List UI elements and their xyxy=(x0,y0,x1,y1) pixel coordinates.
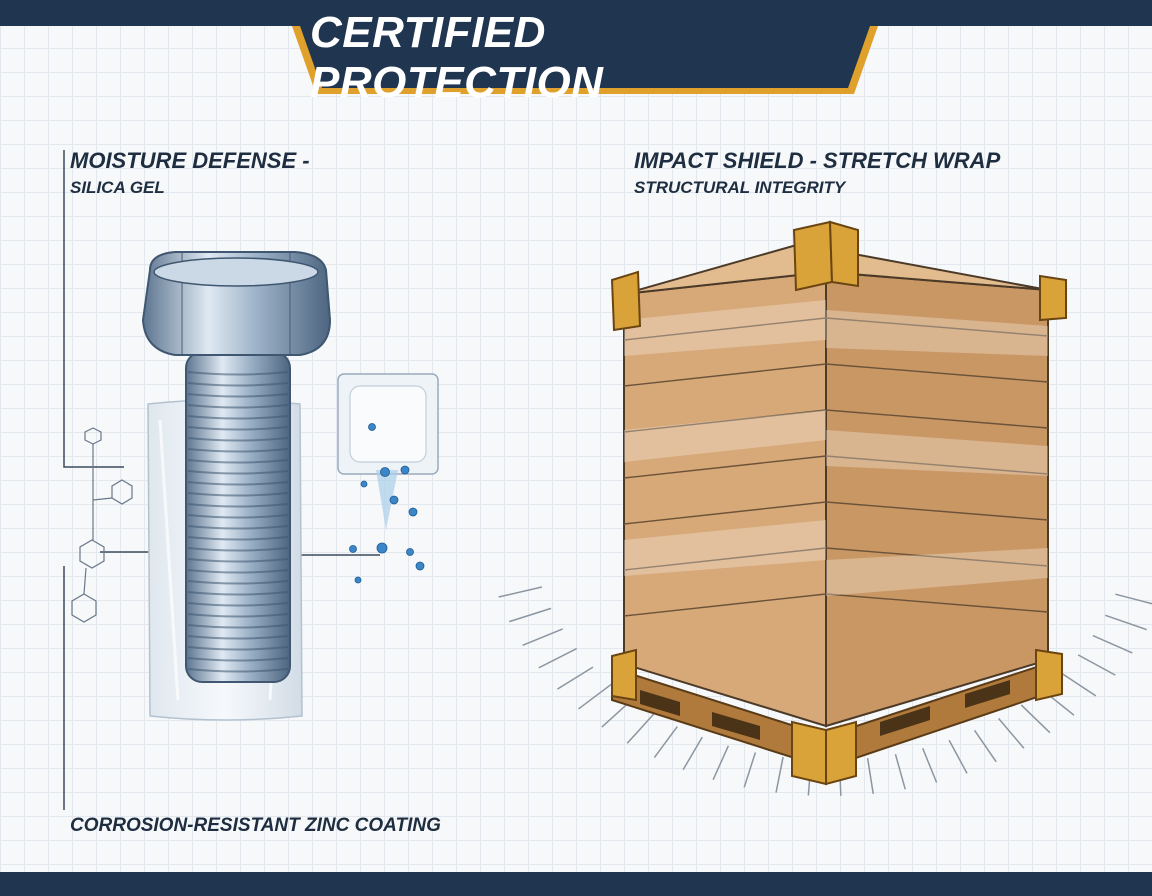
silica-gel-packet-icon xyxy=(337,373,439,530)
carton-grid xyxy=(623,317,1049,617)
bottom-bar xyxy=(0,872,1152,896)
top-bar xyxy=(0,0,1152,26)
impact-shield-title: IMPACT SHIELD - STRETCH WRAP xyxy=(634,148,1001,173)
zinc-coating-callout: CORROSION-RESISTANT ZINC COATING xyxy=(70,815,441,836)
water-droplet-icon xyxy=(349,423,425,584)
stretch-wrap xyxy=(624,300,1048,596)
corner-protector-icon xyxy=(610,220,1067,786)
impact-shield-subtitle: STRUCTURAL INTEGRITY xyxy=(634,178,846,197)
moisture-defense-title: MOISTURE DEFENSE - xyxy=(70,148,310,173)
bolt-illustration xyxy=(141,251,332,683)
molecule-diagram-icon xyxy=(71,427,133,623)
moisture-defense-subtitle: SILICA GEL xyxy=(70,178,165,197)
title-banner xyxy=(292,26,878,94)
